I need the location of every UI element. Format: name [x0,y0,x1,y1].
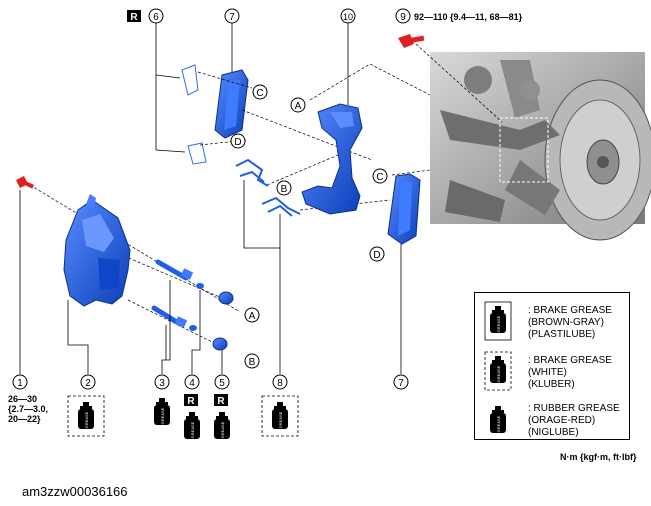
grease-tube-2 [67,395,105,437]
callout-10: 10 [340,8,356,24]
marker-A-top: A [290,97,306,113]
callout-7-top: 7 [224,8,240,24]
marker-B-top: B [276,180,292,196]
legend-icons [484,301,512,433]
svg-text:C: C [256,88,263,99]
pin-boots [212,291,234,351]
svg-text:B: B [249,357,256,368]
svg-text:1: 1 [17,378,23,389]
svg-text:92—110 {9.4—11, 68—81}: 92—110 {9.4—11, 68—81} [414,12,523,22]
svg-text:4: 4 [189,378,195,389]
svg-text:2: 2 [85,378,91,389]
marker-D-right: D [369,246,385,262]
pad-clips [235,158,301,217]
svg-text:C: C [376,172,383,183]
marker-A-bottom: A [244,307,260,323]
guide-pins [151,259,194,328]
svg-text:A: A [249,311,256,322]
svg-text:3: 3 [159,378,165,389]
grease-tube-8 [261,395,299,437]
callout-7-bottom: 7 [393,374,409,390]
svg-text:R: R [130,12,138,23]
knuckle-rotor-photo [430,52,651,241]
svg-text:9: 9 [400,12,406,23]
pin-bushings [189,283,204,331]
svg-text:8: 8 [277,378,283,389]
caliper-bracket [301,103,363,215]
legend-brake-grease-brown: : BRAKE GREASE (BROWN-GRAY) (PLASTILUBE) [528,305,612,340]
torque-spec-bolt-1: 26—30 {2.7—3.0, 20—22} [8,394,49,424]
svg-text:10: 10 [343,12,353,22]
bolt-1 [16,176,35,189]
replace-mark-4: R [184,394,198,407]
callout-9: 9 92—110 {9.4—11, 68—81} [395,8,523,24]
svg-text:6: 6 [153,12,159,23]
marker-C-left: C [252,84,268,100]
marker-D-left: D [230,133,246,149]
caliper-body [63,194,131,307]
legend-brake-grease-white: : BRAKE GREASE (WHITE) (KLUBER) [528,355,612,390]
legend-rubber-grease: : RUBBER GREASE (ORAGE-RED) (NIGLUBE) [528,403,620,438]
callout-4: 4 [184,374,200,390]
outer-shim [181,64,207,165]
replace-mark-5: R [214,394,228,407]
bolt-9 [398,34,425,48]
torque-units: N·m {kgf·m, ft·lbf} [560,452,637,462]
svg-text:R: R [187,396,195,407]
svg-text:7: 7 [229,12,235,23]
brake-pad-outer [387,173,421,245]
callout-8: 8 [272,374,288,390]
svg-text:D: D [234,137,241,148]
svg-text:R: R [217,396,225,407]
svg-text:D: D [373,250,380,261]
svg-text:7: 7 [398,378,404,389]
svg-text:A: A [295,101,302,112]
callout-6: R 6 [127,8,164,24]
svg-text:5: 5 [219,378,225,389]
svg-text:B: B [281,184,288,195]
callout-2: 2 [80,374,96,390]
image-code: am3zzw00036166 [22,484,128,499]
callout-3: 3 [154,374,170,390]
marker-C-right: C [372,168,388,184]
callout-5: 5 [214,374,230,390]
brake-pad-inner [214,69,249,139]
callout-1: 1 [12,374,28,390]
marker-B-bottom: B [244,353,260,369]
grease-legend: : BRAKE GREASE (BROWN-GRAY) (PLASTILUBE)… [474,292,630,440]
